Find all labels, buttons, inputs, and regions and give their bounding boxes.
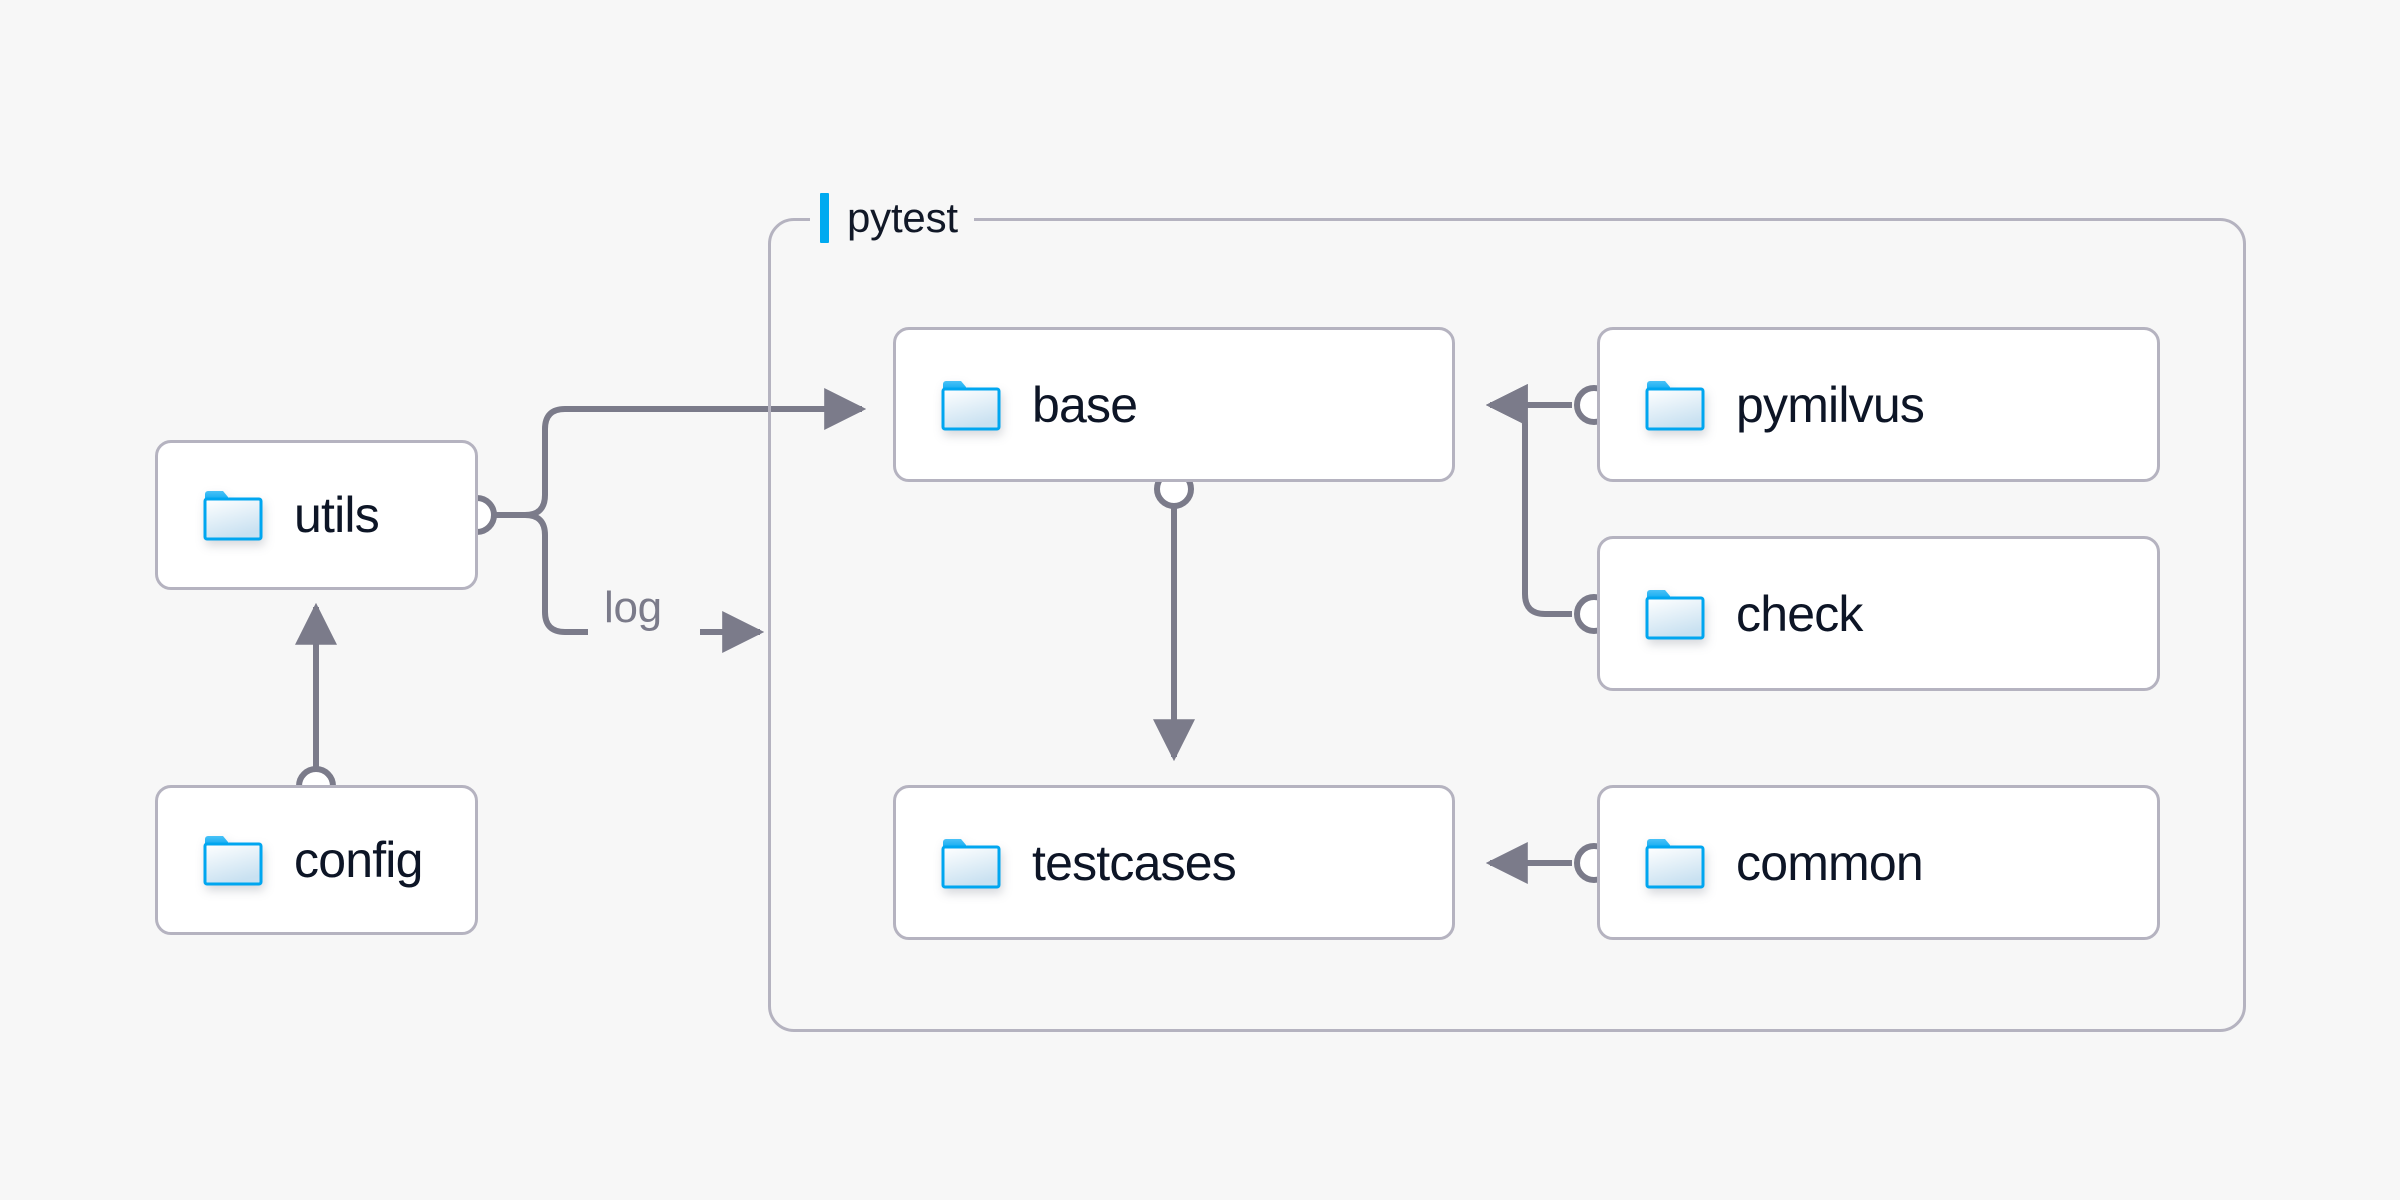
edge-utils-to-log	[524, 512, 588, 635]
node-check[interactable]: check	[1597, 536, 2160, 691]
node-label: check	[1736, 585, 1863, 642]
folder-icon	[1644, 378, 1706, 432]
group-label-pytest: pytest	[810, 189, 974, 247]
accent-bar-icon	[820, 193, 829, 243]
folder-icon	[202, 488, 264, 542]
node-pymilvus[interactable]: pymilvus	[1597, 327, 2160, 482]
folder-icon	[940, 378, 1002, 432]
node-label: utils	[294, 487, 380, 543]
node-label: common	[1736, 834, 1924, 891]
node-config[interactable]: config	[155, 785, 478, 935]
node-testcases[interactable]: testcases	[893, 785, 1455, 940]
folder-icon	[1644, 587, 1706, 641]
node-label: testcases	[1032, 834, 1237, 891]
folder-icon	[1644, 836, 1706, 890]
node-label: base	[1032, 376, 1138, 433]
node-common[interactable]: common	[1597, 785, 2160, 940]
node-label: config	[294, 832, 423, 888]
node-utils[interactable]: utils	[155, 440, 478, 590]
edge-label-log: log	[604, 583, 662, 632]
folder-icon	[202, 833, 264, 887]
node-label: pymilvus	[1736, 376, 1925, 433]
folder-icon	[940, 836, 1002, 890]
node-base[interactable]: base	[893, 327, 1455, 482]
group-label-text: pytest	[847, 194, 958, 241]
group-container-pytest	[768, 218, 2246, 1032]
